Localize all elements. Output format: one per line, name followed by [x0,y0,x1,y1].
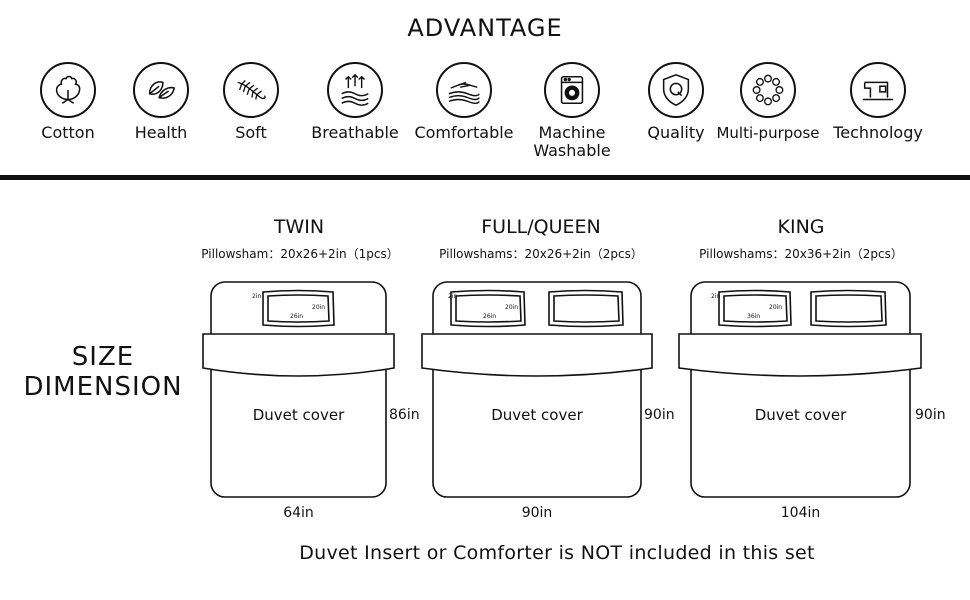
pillow-height-label: 20in [312,304,326,311]
bed-subtitle-king: Pillowshams：20x36+2in（2pcs） [699,247,903,261]
feature-label: Machine Washable [533,123,611,160]
pillowsham-inner [723,294,788,323]
sewing-machine-icon [850,62,906,118]
pillowsham [262,289,335,328]
feature-label: Soft [235,123,267,142]
duvet-fold [421,333,653,377]
feature-label: Comfortable [414,123,514,142]
pillow-border-label: 2in [252,293,262,300]
circle-ring-icon [740,62,796,118]
bed-twin [202,281,395,498]
bed-frame [690,281,911,498]
breathable-icon [327,62,383,118]
feature-label: Health [134,123,188,142]
duvet-cover-label: Duvet cover [491,406,583,424]
duvet-fold [202,333,395,377]
pillowsham [718,289,792,328]
feature-quality: Quality [616,62,736,142]
bed-king [678,281,922,498]
bed-subtitle-full-queen: Pillowshams：20x26+2in（2pcs） [439,247,643,261]
pillowsham-inner [455,294,522,323]
pillowsham-inner [815,294,883,323]
feature-technology: Technology [818,62,938,142]
leaves-icon [133,62,189,118]
width-dimension-twin: 64in [283,505,314,521]
feature-label: Breathable [311,123,399,142]
feature-label: Quality [647,123,705,142]
pillow-height-label: 20in [769,304,783,311]
shield-icon [648,62,704,118]
width-dimension-king: 104in [780,505,821,521]
bed-frame [210,281,387,498]
duvet-fold [678,333,922,377]
disclaimer-note: Duvet Insert or Comforter is NOT include… [299,542,815,564]
pillowsham-inner [553,294,620,323]
bed-name-full-queen: FULL/QUEEN [481,216,601,238]
pillowsham [810,289,887,328]
section-divider [0,175,970,180]
feature-multi-purpose: Multi-purpose [708,62,828,142]
pillow-width-label: 36in [747,313,761,320]
feature-label: Multi-purpose [716,124,820,142]
pillow-width-label: 26in [290,313,304,320]
pillow-border-label: 2in [711,293,721,300]
cotton-icon [40,62,96,118]
feature-comfortable: Comfortable [404,62,524,142]
advantage-title: ADVANTAGE [407,14,563,42]
length-dimension-twin: 86in [389,407,420,423]
feature-machine-washable: Machine Washable [512,62,632,160]
pillow-width-label: 26in [483,313,497,320]
pillowsham-inner [267,294,330,323]
length-dimension-full-queen: 90in [644,407,675,423]
size-title-line1: SIZE [71,342,135,372]
feature-label: Cotton [41,123,95,142]
pillowsham [548,289,624,328]
length-dimension-king: 90in [915,407,946,423]
feature-breathable: Breathable [295,62,415,142]
feather-icon [223,62,279,118]
size-dimension-title: SIZE DIMENSION [18,342,188,402]
width-dimension-full-queen: 90in [521,505,553,521]
feature-health: Health [101,62,221,142]
duvet-cover-label: Duvet cover [252,406,345,424]
bed-full-queen [421,281,653,498]
feature-label: Technology [833,123,923,142]
hand-icon [436,62,492,118]
feature-soft: Soft [191,62,311,142]
pillowsham [450,289,526,328]
feature-row: Cotton Health Soft [0,62,970,172]
size-title-line2: DIMENSION [23,372,183,402]
bed-name-twin: TWIN [273,216,325,238]
bed-frame [432,281,642,498]
duvet-cover-label: Duvet cover [754,406,847,424]
pillow-height-label: 20in [505,304,519,311]
pillow-border-label: 2in [448,293,458,300]
bed-name-king: KING [777,216,825,238]
bed-subtitle-twin: Pillowsham：20x26+2in（1pcs） [201,247,399,261]
washing-machine-icon [544,62,600,118]
feature-cotton: Cotton [8,62,128,142]
